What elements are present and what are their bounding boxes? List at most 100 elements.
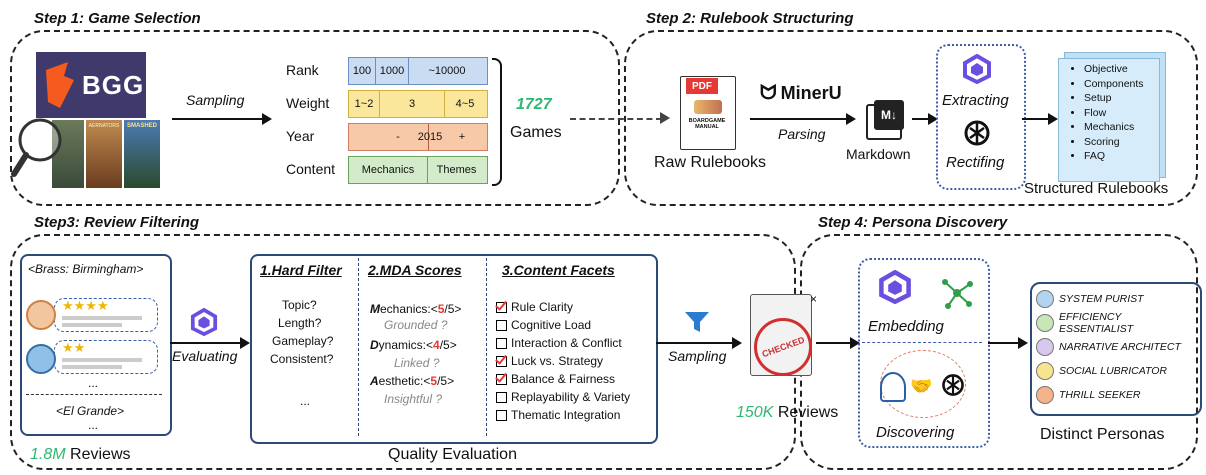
minerU-text: MinerU (780, 83, 842, 103)
llm-box (936, 44, 1026, 190)
markdown-label: Markdown (846, 146, 911, 162)
persona-label: THRILL SEEKER (1059, 389, 1141, 401)
facet-checkbox-checked (496, 301, 507, 313)
dashed-connector (570, 118, 662, 120)
mda-d-score: 4 (433, 338, 440, 352)
evaluating-label: Evaluating (172, 348, 238, 364)
arrow-to-llm (912, 113, 938, 125)
facet-checkbox (496, 391, 507, 403)
facet-label: Thematic Integration (511, 408, 621, 422)
qwen-eval-icon (190, 308, 218, 336)
personas-panel (1030, 282, 1202, 416)
reviews-total: 1.8M Reviews (30, 446, 131, 464)
pdf-tag: PDF (686, 78, 718, 94)
rank-cell-100: 100 (349, 58, 376, 84)
facet-thematic: Thematic Integration (496, 408, 620, 422)
facet-replayability: Replayability & Variety (496, 390, 630, 404)
review-game-2: <El Grande> (56, 404, 125, 418)
bgg-text: BGG (82, 69, 145, 100)
arrow-to-structured (1022, 113, 1058, 125)
facet-checkbox (496, 337, 507, 349)
row-label-rank: Rank (286, 62, 319, 78)
manual-dice (694, 100, 722, 114)
section-mechanics: Mechanics (1084, 120, 1144, 135)
mda-grounded: Grounded ? (384, 318, 448, 332)
embedding-graph-icon (942, 279, 973, 309)
section-components: Components (1084, 77, 1144, 92)
rank-cell-10000: ~10000 (428, 65, 466, 77)
row-label-content: Content (286, 161, 336, 177)
mda-m-letter: M (370, 302, 380, 316)
persona-label: SOCIAL LUBRICATOR (1059, 365, 1167, 377)
mda-a-letter: A (370, 374, 379, 388)
review-line-2a (62, 358, 142, 362)
handshake-icon: 🤝 (910, 376, 933, 396)
markdown-icon: M↓ (866, 100, 906, 140)
quality-divider-1 (358, 258, 359, 436)
review-stars-1: ★★★★ (62, 298, 109, 313)
persona-narrative-architect: NARRATIVE ARCHITECT (1036, 338, 1196, 356)
step2-title: Step 2: Rulebook Structuring (646, 10, 854, 27)
avatar-male (26, 344, 56, 374)
content-bar (348, 156, 488, 184)
discovering-label: Discovering (876, 424, 955, 441)
facet-rule-clarity: Rule Clarity (496, 300, 573, 314)
facet-checkbox (496, 319, 507, 331)
row-label-year: Year (286, 128, 315, 144)
persona-icon (1036, 386, 1054, 404)
persona-social-lubricator: SOCIAL LUBRICATOR (1036, 362, 1196, 380)
year-cell-plus: + (458, 131, 466, 143)
review-divider (26, 394, 162, 395)
mda-a-tail: /5> (437, 374, 455, 388)
section-faq: FAQ (1084, 149, 1144, 164)
mda-aesthetic: Aesthetic:<5/5> (370, 374, 454, 388)
section-scoring: Scoring (1084, 135, 1144, 150)
arrow-to-step4 (816, 337, 860, 349)
facet-checkbox-checked (496, 373, 507, 385)
weight-bar (348, 90, 488, 118)
weight-cell-low: 1~2 (349, 91, 380, 117)
facet-label: Cognitive Load (511, 318, 592, 332)
box-art-2: AERNATORS (86, 120, 122, 188)
mda-m-score: 5 (437, 302, 445, 316)
persona-thrill-seeker: THRILL SEEKER (1036, 386, 1196, 404)
hard-filter-ellipsis: ... (300, 394, 311, 408)
magnifier-icon (11, 118, 62, 177)
review-game-1: <Brass: Birmingham> (28, 262, 144, 276)
facet-cognitive-load: Cognitive Load (496, 318, 591, 332)
filtered-reviews-label: Reviews (777, 404, 839, 421)
sampling-label-1: Sampling (186, 92, 245, 108)
row-label-weight: Weight (286, 95, 330, 111)
persona-icon (1036, 338, 1054, 356)
box-art-2-title: AERNATORS (88, 123, 120, 129)
games-count: 1727 (516, 96, 552, 113)
hard-filter-topic: Topic? (282, 298, 317, 312)
facet-luck-strategy: Luck vs. Strategy (496, 354, 603, 368)
persona-icon (1036, 314, 1054, 332)
mda-mechanics: Mechanics:<5/5> (370, 302, 461, 316)
facet-checkbox-checked (496, 355, 507, 367)
mda-linked: Linked ? (394, 356, 440, 370)
mda-m-tail: /5> (444, 302, 462, 316)
facet-checkbox (496, 409, 507, 421)
quality-divider-2 (486, 258, 487, 436)
section-objective: Objective (1084, 62, 1144, 77)
dashed-connector-head (660, 112, 670, 124)
checked-stamp: CHECKED (754, 318, 812, 376)
facet-interaction: Interaction & Conflict (496, 336, 622, 350)
review-ellipsis: ... (88, 376, 99, 390)
structured-doc-front (1058, 58, 1160, 182)
facet-label: Luck vs. Strategy (511, 354, 604, 368)
review-line-1a (62, 316, 142, 320)
quality-panel (250, 254, 658, 444)
arrow-parsing (750, 113, 856, 125)
persona-icon (1036, 290, 1054, 308)
hard-filter-length: Length? (278, 316, 322, 330)
year-marker (428, 124, 429, 150)
games-label: Games (510, 124, 562, 141)
weight-cell-high: 4~5 (455, 98, 475, 110)
weight-cell-mid: 3 (380, 91, 445, 117)
mda-dynamics: Dynamics:<4/5> (370, 338, 457, 352)
box-art-3: SMASHED (124, 120, 160, 188)
mda-m-rest: echanics:< (380, 302, 438, 316)
